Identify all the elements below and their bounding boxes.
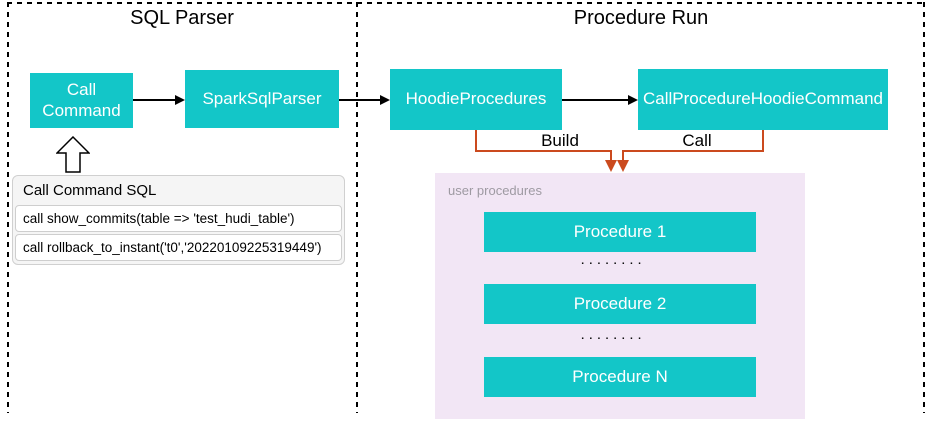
node-procedure-1: Procedure 1 (484, 212, 756, 252)
node-call-procedure-hoodie-command-label: CallProcedureHoodieCommand (642, 89, 883, 109)
sql-query-row: call show_commits(table => 'test_hudi_ta… (15, 205, 342, 232)
user-procedures-panel: user procedures Procedure 1 ▪▪▪▪▪▪▪▪ Pro… (435, 173, 805, 419)
arrow-parser-to-hoodie-head (380, 95, 390, 105)
frame-divider-border (356, 2, 358, 413)
section-title-procedure-run: Procedure Run (573, 7, 709, 29)
hollow-up-arrow-icon (56, 136, 90, 173)
call-connector-stem (622, 150, 624, 161)
arrow-callcommand-to-parser-line (133, 99, 176, 101)
call-connector-horizontal (623, 150, 764, 152)
frame-right-border (923, 2, 925, 413)
sql-panel: Call Command SQL call show_commits(table… (12, 175, 345, 265)
node-spark-sql-parser: SparkSqlParser (185, 70, 339, 128)
node-procedure-2: Procedure 2 (484, 284, 756, 324)
node-call-procedure-hoodie-command: CallProcedureHoodieCommand (638, 69, 888, 130)
arrow-callcommand-to-parser-head (175, 95, 185, 105)
call-edge-label: Call (682, 131, 712, 150)
node-procedure-n: Procedure N (484, 357, 756, 397)
build-connector-arrowhead (605, 160, 617, 172)
build-edge-label: Build (541, 131, 579, 150)
node-procedure-2-label: Procedure 2 (573, 293, 667, 313)
node-procedure-n-label: Procedure N (572, 366, 668, 386)
arrow-hoodie-to-callproc-head (628, 95, 638, 105)
node-hoodie-procedures: HoodieProcedures (390, 69, 562, 130)
sql-query-row: call rollback_to_instant('t0','202201092… (15, 234, 342, 261)
build-connector-horizontal (475, 150, 612, 152)
node-call-command-label: Call Command (42, 80, 121, 120)
sql-panel-title: Call Command SQL (23, 182, 157, 199)
arrow-hoodie-to-callproc-line (562, 99, 629, 101)
node-hoodie-procedures-label: HoodieProcedures (405, 89, 547, 109)
build-connector-stem (610, 150, 612, 161)
node-call-command: Call Command (30, 73, 133, 128)
frame-left-border (7, 2, 9, 413)
node-spark-sql-parser-label: SparkSqlParser (202, 88, 322, 108)
ellipsis-dots: ▪▪▪▪▪▪▪▪ (581, 336, 647, 342)
ellipsis-dots: ▪▪▪▪▪▪▪▪ (581, 261, 647, 267)
section-title-sql-parser: SQL Parser (130, 7, 234, 29)
build-connector-vertical (475, 130, 477, 151)
node-procedure-1-label: Procedure 1 (573, 221, 667, 241)
call-connector-arrowhead (617, 160, 629, 172)
user-procedures-label: user procedures (448, 183, 542, 198)
arrow-parser-to-hoodie-line (339, 99, 381, 101)
call-connector-vertical (762, 130, 764, 151)
frame-top-border (7, 2, 925, 4)
